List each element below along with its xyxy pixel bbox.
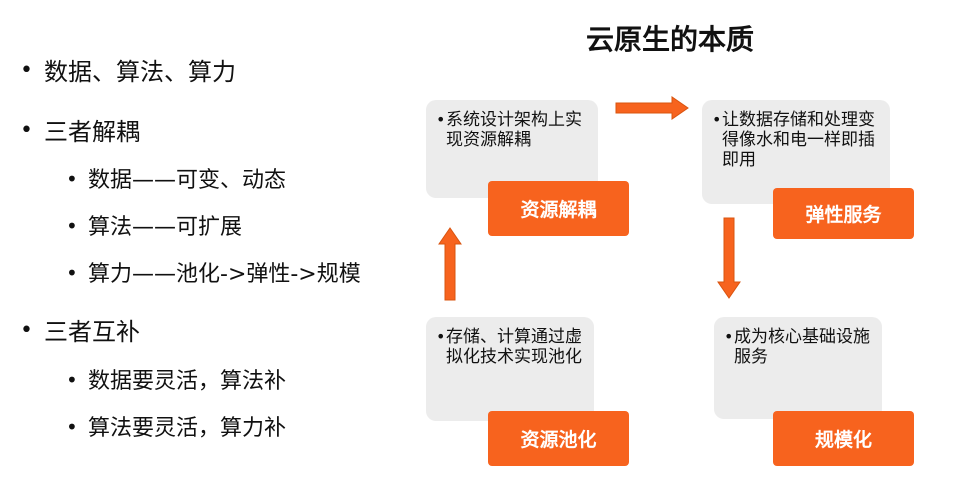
bullet-marker: • [20, 58, 33, 83]
bullet-item: • 三者互补 [20, 318, 140, 346]
arrow-down-icon [717, 217, 741, 299]
bullet-text: 三者解耦 [44, 118, 140, 146]
card-text: 让数据存储和处理变得像水和电一样即插即用 [722, 110, 875, 170]
tag-elastic-service: 弹性服务 [773, 188, 914, 239]
bullet-list: • 数据、算法、算力 • 三者解耦 • 数据——可变、动态 • 算法——可扩展 … [0, 0, 420, 497]
bullet-text: 算力——池化->弹性->规模 [88, 262, 361, 287]
sub-bullet-item: • 算力——池化->弹性->规模 [66, 262, 361, 287]
tag-pooling: 资源池化 [488, 411, 629, 466]
bullet-text: 三者互补 [44, 318, 140, 346]
bullet-item: • 三者解耦 [20, 118, 140, 146]
bullet-text: 数据要灵活，算法补 [88, 369, 287, 394]
bullet-marker: • [436, 110, 446, 129]
sub-bullet-item: • 数据——可变、动态 [66, 168, 287, 193]
bullet-marker: • [66, 261, 78, 285]
bullet-marker: • [436, 327, 446, 346]
bullet-marker: • [66, 214, 78, 238]
bullet-marker: • [66, 415, 78, 439]
card-elastic-service: • 让数据存储和处理变得像水和电一样即插即用 [702, 100, 890, 204]
tag-decoupling: 资源解耦 [488, 181, 629, 236]
card-text: 成为核心基础设施服务 [734, 327, 870, 367]
bullet-marker: • [20, 118, 33, 143]
bullet-marker: • [66, 167, 78, 191]
sub-bullet-item: • 算法——可扩展 [66, 215, 243, 240]
bullet-marker: • [20, 318, 33, 343]
arrow-right-icon [615, 96, 689, 120]
bullet-text: 数据——可变、动态 [88, 168, 287, 193]
diagram-title: 云原生的本质 [585, 23, 754, 56]
card-pooling: • 存储、计算通过虚拟化技术实现池化 [426, 317, 594, 421]
bullet-marker: • [712, 110, 722, 129]
card-scale: • 成为核心基础设施服务 [714, 317, 882, 419]
card-text: 存储、计算通过虚拟化技术实现池化 [446, 327, 582, 367]
bullet-marker: • [724, 327, 734, 346]
bullet-text: 算法——可扩展 [88, 215, 243, 240]
sub-bullet-item: • 数据要灵活，算法补 [66, 369, 287, 394]
tag-scale: 规模化 [773, 411, 914, 466]
bullet-marker: • [66, 368, 78, 392]
sub-bullet-item: • 算法要灵活，算力补 [66, 416, 287, 441]
card-text: 系统设计架构上实现资源解耦 [446, 110, 582, 150]
bullet-item: • 数据、算法、算力 [20, 58, 236, 86]
arrow-up-icon [438, 227, 462, 301]
bullet-text: 数据、算法、算力 [44, 58, 236, 86]
bullet-text: 算法要灵活，算力补 [88, 416, 287, 441]
